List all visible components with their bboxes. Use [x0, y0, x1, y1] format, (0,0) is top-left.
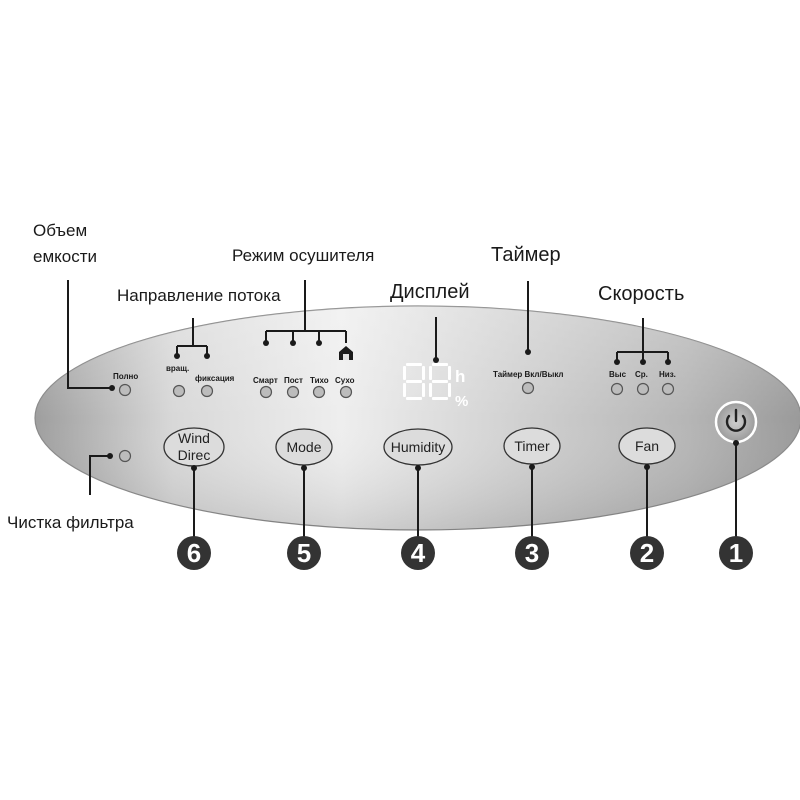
badge-3-label: 3	[525, 538, 539, 568]
mode-label-dry: Сухо	[335, 376, 355, 385]
badge-4-label: 4	[411, 538, 426, 568]
indicator-label-timer: Таймер Вкл/Выкл	[493, 370, 564, 379]
seven-segment-display: h %	[403, 363, 468, 410]
callout-display: Дисплей	[390, 281, 470, 363]
fan-button-label: Fan	[635, 438, 659, 454]
callout-airflow-direction: Направление потока	[117, 286, 281, 359]
callout-airflow-direction-text: Направление потока	[117, 286, 281, 305]
led-speed-medium	[636, 382, 650, 396]
led-speed-high	[610, 382, 624, 396]
badge-6-label: 6	[187, 538, 201, 568]
indicator-label-swing: вращ.	[166, 364, 189, 373]
timer-button-label: Timer	[514, 438, 550, 454]
dry-mode-icon	[339, 346, 353, 360]
led-full	[118, 383, 132, 397]
callout-speed-text: Скорость	[598, 283, 684, 305]
led-mode-smart	[259, 385, 273, 399]
humidity-button[interactable]: Humidity	[383, 428, 453, 466]
display-digit-2	[429, 363, 451, 400]
badge-5: 5	[287, 536, 321, 570]
callout-dryer-mode: Режим осушителя	[232, 246, 374, 346]
led-mode-dry	[339, 385, 353, 399]
button-leader-lines	[191, 440, 739, 538]
callout-tank-volume-line2: емкости	[33, 247, 97, 266]
led-filter-clean	[118, 449, 132, 463]
badge-1-label: 1	[729, 538, 743, 568]
wind-direction-label-line2: Direc	[178, 447, 211, 463]
mode-label-constant: Пост	[284, 376, 303, 385]
wind-direction-button[interactable]: Wind Direc	[163, 427, 225, 467]
led-timer	[521, 381, 535, 395]
callout-tank-volume: Объем емкости	[33, 221, 115, 391]
fan-button[interactable]: Fan	[618, 427, 676, 465]
mode-label-smart: Смарт	[253, 376, 278, 385]
display-digit-1	[403, 363, 425, 400]
power-button[interactable]	[714, 400, 758, 444]
panel-body	[34, 305, 800, 531]
badge-2: 2	[630, 536, 664, 570]
callout-filter-clean-text: Чистка фильтра	[7, 513, 134, 532]
indicator-label-fixed: фиксация	[195, 374, 235, 383]
led-fixed	[200, 384, 214, 398]
callout-dryer-mode-text: Режим осушителя	[232, 246, 374, 265]
speed-label-low: Низ.	[659, 370, 676, 379]
display-unit-percent: %	[455, 393, 468, 410]
led-mode-constant	[286, 385, 300, 399]
mode-button-label: Mode	[286, 439, 321, 455]
badge-1: 1	[719, 536, 753, 570]
badge-4: 4	[401, 536, 435, 570]
callout-timer-text: Таймер	[491, 244, 561, 266]
humidity-button-label: Humidity	[391, 439, 445, 455]
indicator-label-full: Полно	[113, 372, 138, 381]
badge-5-label: 5	[297, 538, 311, 568]
wind-direction-label-line1: Wind	[178, 430, 210, 446]
badge-2-label: 2	[640, 538, 654, 568]
power-icon	[725, 408, 747, 432]
callout-display-text: Дисплей	[390, 281, 470, 303]
timer-button[interactable]: Timer	[503, 427, 561, 465]
speed-label-high: Выс	[609, 370, 627, 379]
badge-3: 3	[515, 536, 549, 570]
display-unit-hours: h	[455, 367, 465, 386]
mode-label-quiet: Тихо	[310, 376, 329, 385]
led-swing	[172, 384, 186, 398]
callout-tank-volume-line1: Объем	[33, 221, 87, 240]
callout-speed: Скорость	[598, 283, 684, 365]
badge-6: 6	[177, 536, 211, 570]
callout-filter-clean: Чистка фильтра	[7, 453, 134, 532]
speed-label-medium: Ср.	[635, 370, 648, 379]
led-mode-quiet	[312, 385, 326, 399]
led-speed-low	[661, 382, 675, 396]
mode-button[interactable]: Mode	[275, 428, 333, 466]
callout-timer: Таймер	[491, 244, 561, 355]
